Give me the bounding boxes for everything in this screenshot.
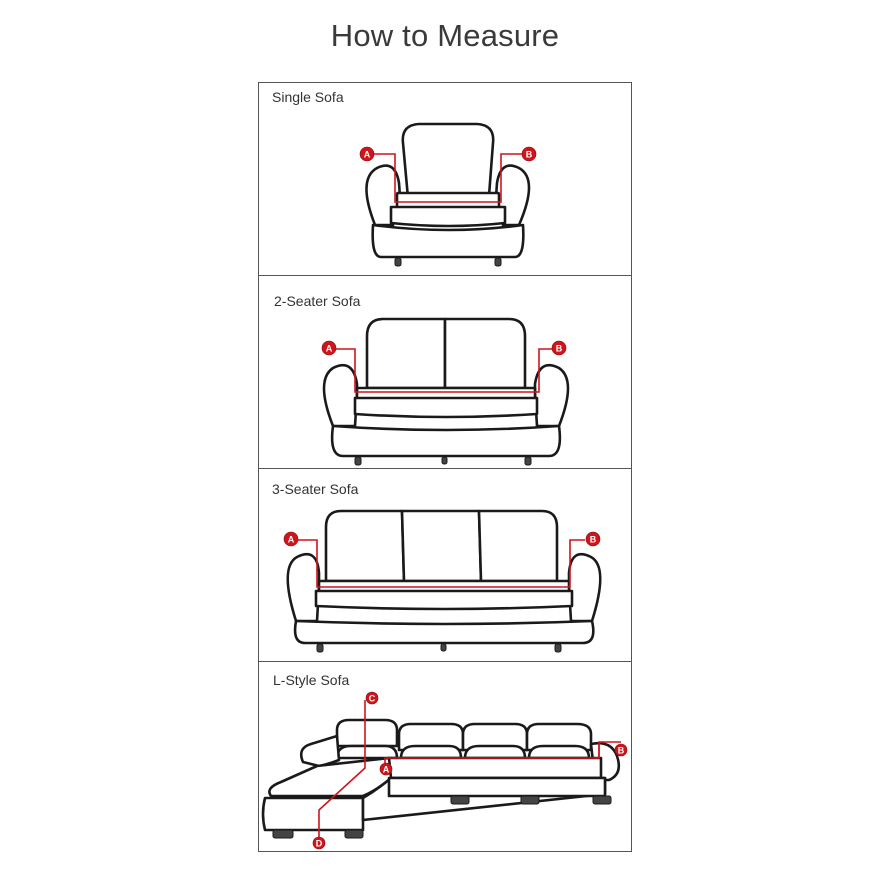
marker-c: C <box>365 691 379 705</box>
2-seater-sofa-illustration: A B <box>321 317 570 466</box>
l-style-sofa-illustration: C A B D <box>261 691 628 850</box>
svg-text:D: D <box>316 839 323 849</box>
svg-text:A: A <box>383 765 390 775</box>
panel-l-style-sofa: L-Style Sofa <box>259 662 631 851</box>
svg-text:A: A <box>364 150 371 160</box>
panel-label: 2-Seater Sofa <box>274 293 361 309</box>
marker-b: B <box>521 146 537 162</box>
marker-a: A <box>359 146 375 162</box>
diagram-frame: Single Sofa A B 2-Seater Sofa <box>258 82 632 852</box>
svg-text:A: A <box>326 344 333 354</box>
svg-text:B: B <box>526 150 533 160</box>
svg-text:B: B <box>590 535 597 545</box>
svg-text:B: B <box>618 746 625 756</box>
single-sofa-illustration: A B <box>359 122 537 267</box>
panel-2-seater-sofa: 2-Seater Sofa A B <box>259 276 631 469</box>
marker-b: B <box>585 531 601 547</box>
marker-a: A <box>283 531 299 547</box>
marker-d: D <box>312 836 326 850</box>
marker-a: A <box>379 762 393 776</box>
marker-b: B <box>551 340 567 356</box>
panel-label: 3-Seater Sofa <box>272 481 359 497</box>
marker-b: B <box>614 743 628 757</box>
marker-a: A <box>321 340 337 356</box>
svg-text:A: A <box>288 535 295 545</box>
3-seater-sofa-illustration: A B <box>283 509 602 653</box>
panel-label: Single Sofa <box>272 89 344 105</box>
page-title: How to Measure <box>330 18 560 53</box>
panel-label: L-Style Sofa <box>273 672 350 688</box>
svg-text:C: C <box>369 694 376 704</box>
svg-text:B: B <box>556 344 563 354</box>
panel-single-sofa: Single Sofa A B <box>259 83 631 276</box>
panel-3-seater-sofa: 3-Seater Sofa A B <box>259 469 631 662</box>
